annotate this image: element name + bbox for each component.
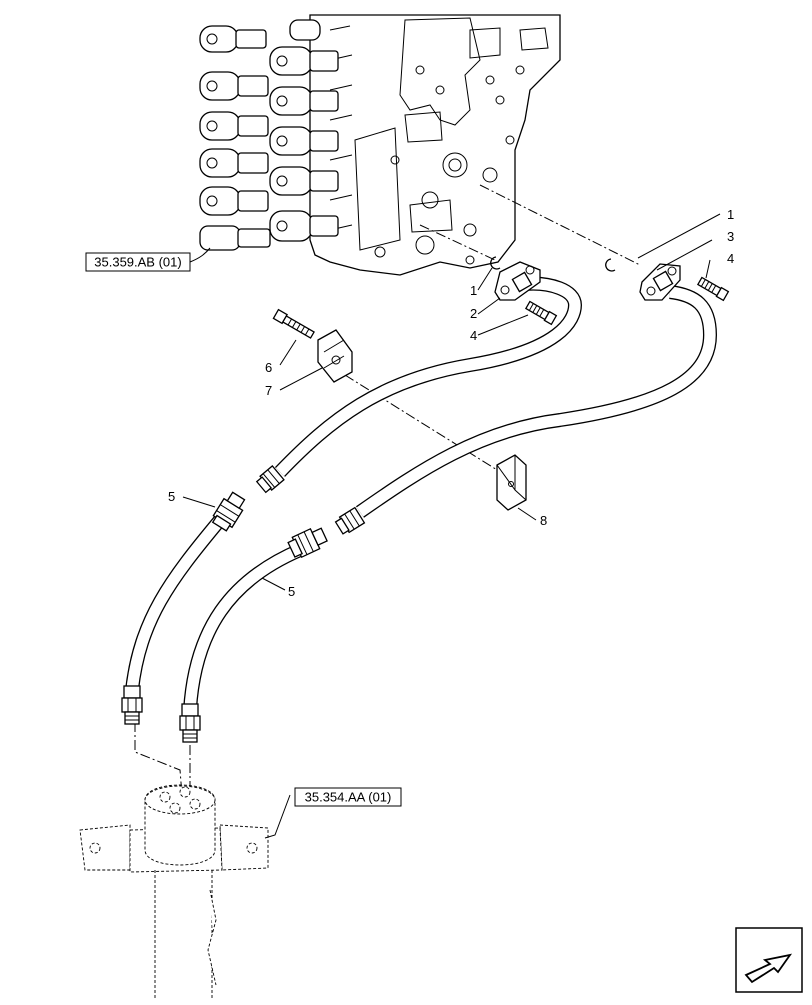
flange-left [494,261,541,301]
callout-7: 7 [265,383,272,398]
callout-1: 1 [470,283,477,298]
bolts [272,276,730,339]
callout-6: 6 [265,360,272,375]
callout-5: 5 [168,489,175,504]
callout-2: 2 [470,306,477,321]
callout-4: 4 [470,328,477,343]
callout-8: 8 [540,513,547,528]
hose-fittings [121,465,366,743]
o-rings [490,256,616,272]
center-joint [79,784,269,1000]
solenoids-right [269,46,339,242]
arrow-icon[interactable] [735,927,803,993]
plate [496,454,527,511]
control-valve [199,14,561,276]
clamp [317,329,353,383]
callouts: 1 2 4 1 3 4 6 7 8 5 5 [168,207,734,599]
reference-label[interactable]: 35.354.AA (01) [305,790,392,805]
hose-assemblies [125,276,718,711]
reference-box-top[interactable]: 35.359.AB (01) [85,252,191,272]
flange-right [639,263,681,301]
callout-4: 4 [727,251,734,266]
callout-3: 3 [727,229,734,244]
leader-lines [182,213,721,839]
callout-1: 1 [727,207,734,222]
reference-label[interactable]: 35.359.AB (01) [94,255,181,270]
callout-5: 5 [288,584,295,599]
reference-box-bottom[interactable]: 35.354.AA (01) [294,787,402,807]
solenoids-left [199,25,271,251]
